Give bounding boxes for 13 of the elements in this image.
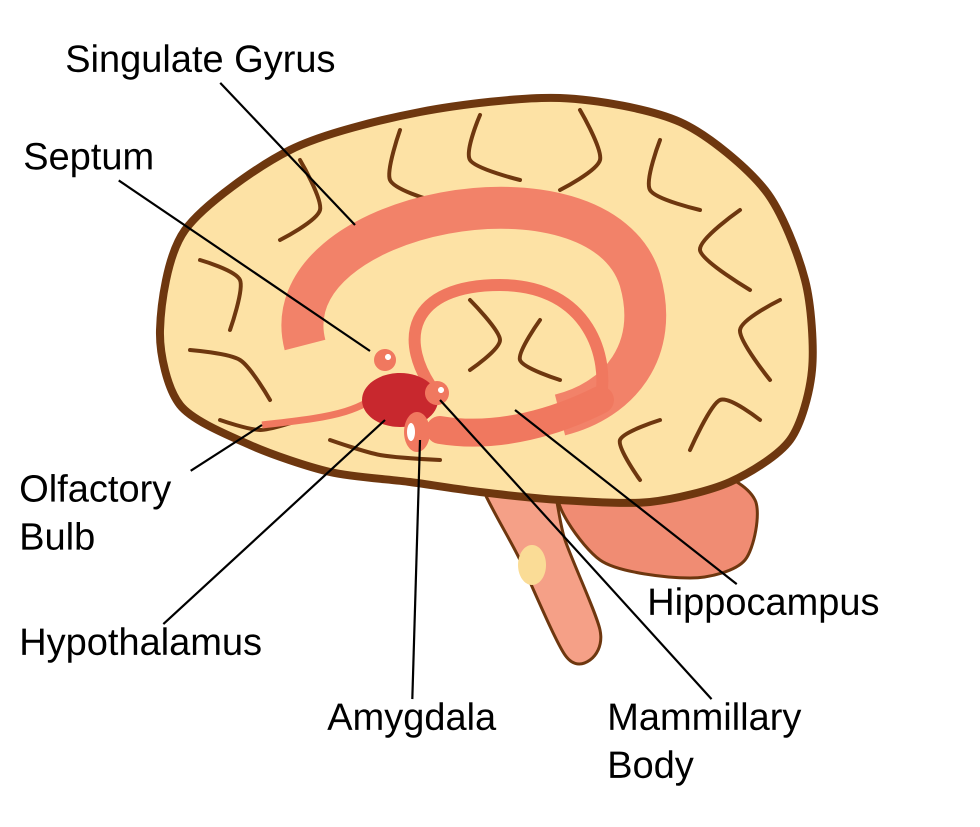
leader-line	[439, 399, 712, 700]
label-text: Singulate Gyrus	[66, 44, 334, 80]
label-text: Mammillary Body	[610, 702, 802, 786]
label-text: Septum	[24, 142, 152, 178]
leader-line	[219, 82, 356, 226]
leader-line	[190, 424, 263, 472]
label-text: Olfactory Bulb	[21, 474, 172, 550]
leader-line	[411, 440, 422, 700]
label-text: Hippocampus	[650, 587, 878, 623]
label-text: Hypothalamus	[22, 627, 261, 663]
label-text: Amygdala	[327, 702, 496, 738]
leader-line	[162, 419, 386, 625]
leader-line	[118, 180, 371, 352]
